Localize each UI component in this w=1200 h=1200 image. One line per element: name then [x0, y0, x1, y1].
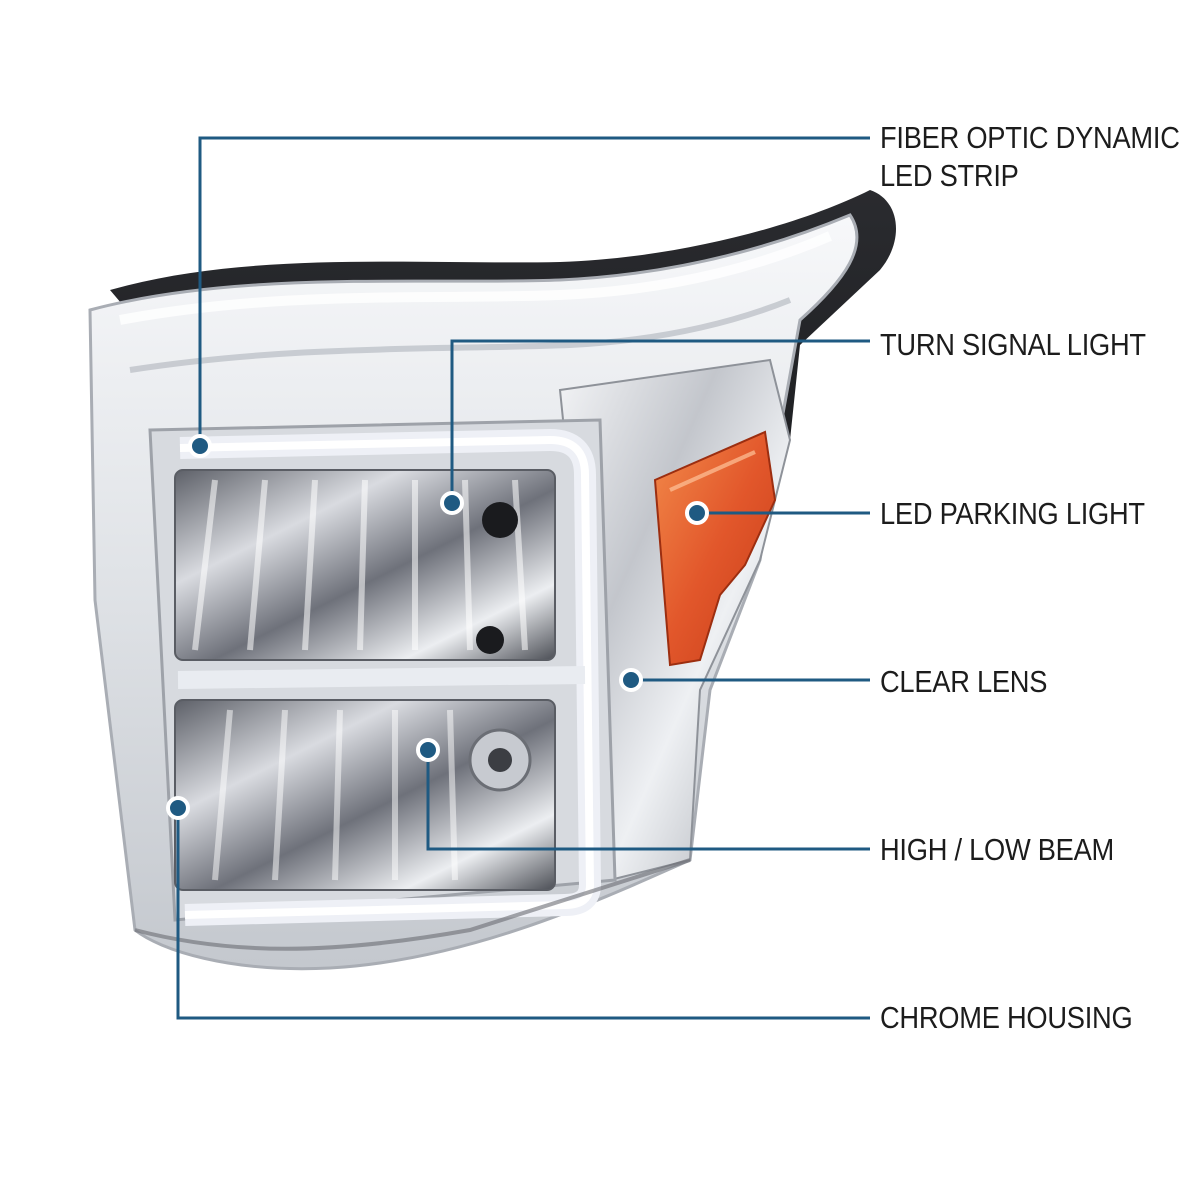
- callout-text: TURN SIGNAL LIGHT: [880, 327, 1146, 362]
- callout-label-turn-signal: TURN SIGNAL LIGHT: [880, 326, 1146, 364]
- fiber-optic-line: [198, 136, 870, 446]
- housing-line: [176, 808, 870, 1020]
- callout-label-parking: LED PARKING LIGHT: [880, 495, 1145, 533]
- turn-signal-dot: [440, 491, 464, 515]
- turn-signal-line: [450, 339, 870, 503]
- callout-text: CHROME HOUSING: [880, 1000, 1133, 1035]
- callout-label-fiber-optic: FIBER OPTIC DYNAMIC LED STRIP: [880, 119, 1180, 195]
- callout-label-beam: HIGH / LOW BEAM: [880, 831, 1114, 869]
- housing-dot: [166, 796, 190, 820]
- callout-text: HIGH / LOW BEAM: [880, 832, 1115, 867]
- parking-dot: [685, 501, 709, 525]
- callout-text: FIBER OPTIC DYNAMIC: [880, 120, 1180, 155]
- callout-dots: [166, 434, 709, 820]
- amber-parking-light: [653, 430, 777, 667]
- beam-line: [426, 750, 870, 851]
- callout-label-housing: CHROME HOUSING: [880, 999, 1133, 1037]
- callout-text: LED PARKING LIGHT: [880, 496, 1145, 531]
- callout-text: LED STRIP: [880, 158, 1019, 193]
- lower-reflector: [174, 699, 556, 891]
- callout-text: CLEAR LENS: [880, 664, 1048, 699]
- callout-lines: [176, 136, 870, 1020]
- beam-dot: [416, 738, 440, 762]
- fiber-optic-dot: [188, 434, 212, 458]
- clear-lens-dot: [619, 668, 643, 692]
- callout-label-clear-lens: CLEAR LENS: [880, 663, 1047, 701]
